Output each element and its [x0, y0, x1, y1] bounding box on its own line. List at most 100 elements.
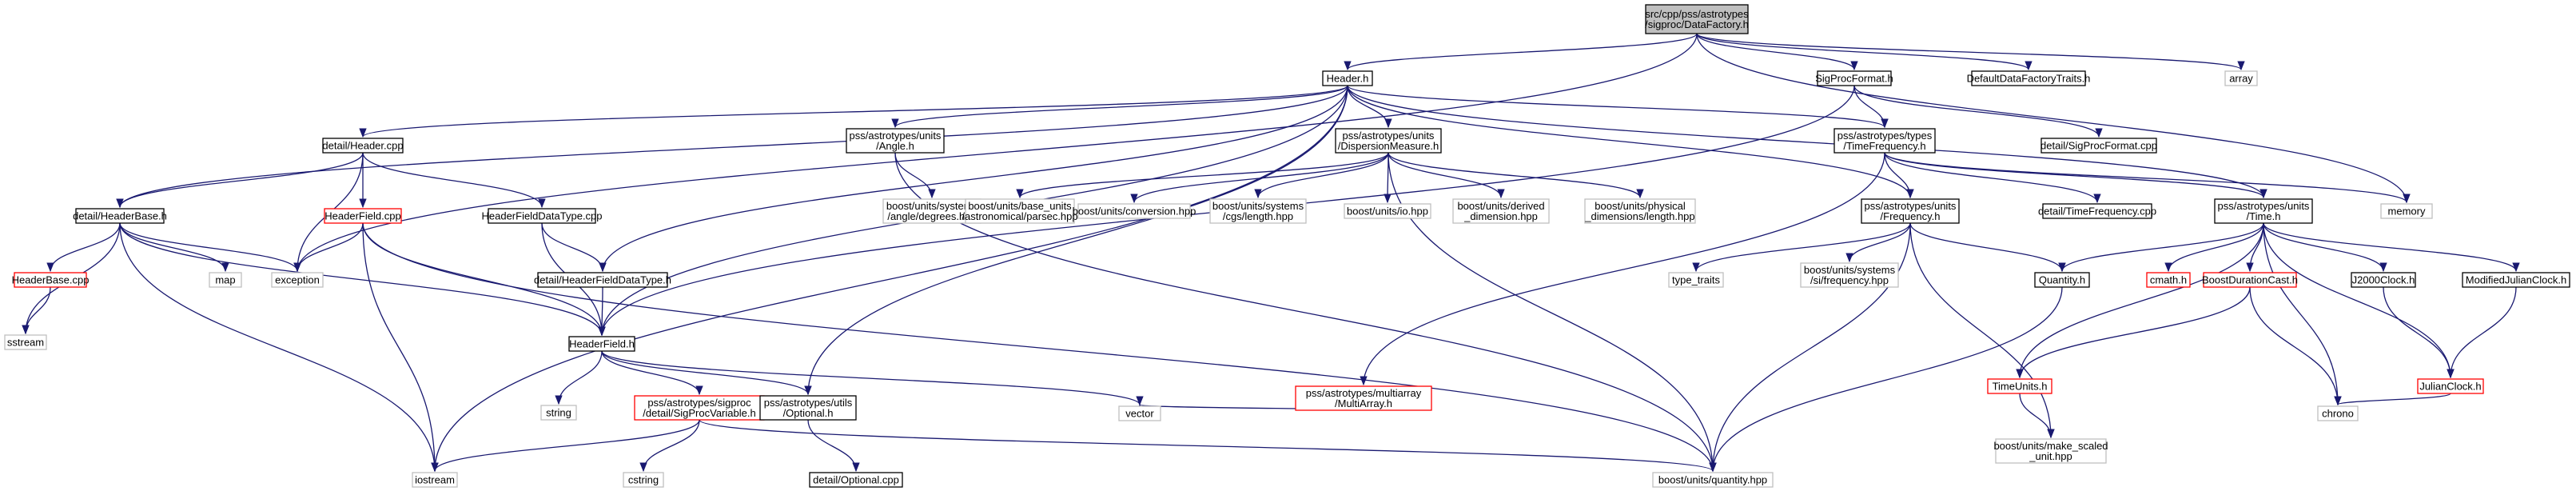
edge-time_h-to-quantity_h	[2058, 222, 2264, 273]
node-label-time_h: /Time.h	[2247, 210, 2281, 222]
node-label-optional_h: pss/astrotypes/utils	[764, 397, 853, 409]
node-optional_h[interactable]: pss/astrotypes/utils/Optional.h	[759, 395, 857, 421]
edge-header_h-to-dispersionmeasure_h	[1347, 85, 1392, 129]
edge-headerfield_cpp-to-iostream	[362, 222, 439, 473]
node-label-array: array	[2229, 73, 2253, 85]
node-modifiedjulianclock_h[interactable]: ModifiedJulianClock.h	[2462, 272, 2570, 288]
node-label-cgs_length_hpp: /cgs/length.hpp	[1223, 210, 1293, 222]
node-boostdurationcast_h[interactable]: BoostDurationCast.h	[2202, 272, 2298, 288]
node-sigprocvariable_h[interactable]: pss/astrotypes/sigproc/detail/SigProcVar…	[634, 395, 765, 421]
edge-modifiedjulianclock_h-to-julianclock_h	[2447, 286, 2517, 379]
edge-detail_headerbase_h-to-exception	[119, 222, 301, 273]
edge-time_h-to-timeunits_h	[2016, 222, 2264, 379]
node-derived_dimension_hpp: boost/units/derived_dimension.hpp	[1452, 198, 1550, 224]
node-detail_timefrequency_cpp[interactable]: detail/TimeFrequency.cpp	[2038, 203, 2156, 219]
node-label-cmath_h: cmath.h	[2150, 274, 2187, 286]
edge-dispersionmeasure_h-to-derived_dimension_hpp	[1388, 152, 1505, 199]
node-label-headerfield_cpp: HeaderField.cpp	[324, 210, 400, 222]
node-box-exception	[271, 272, 324, 288]
node-box-conversion_hpp	[1077, 203, 1191, 219]
edge-header_h-to-optional_h	[804, 85, 1348, 396]
node-box-optional_h	[759, 395, 857, 421]
node-detail_headerfielddatatype_h[interactable]: detail/HeaderFieldDataType.h	[534, 272, 671, 288]
node-label-detail_headerbase_h: detail/HeaderBase.h	[73, 210, 167, 222]
node-label-string: string	[546, 407, 571, 419]
edge-header_h-to-timefrequency_h	[1347, 85, 1889, 129]
node-defaultdatafactorytraits_h[interactable]: DefaultDataFactoryTraits.h	[1967, 70, 2091, 86]
edge-julianclock_h-to-chrono	[2334, 393, 2451, 406]
node-headerfield_h[interactable]: HeaderField.h	[568, 336, 635, 352]
node-label-astronomical_parsec_hpp: boost/units/base_units	[968, 200, 1072, 212]
edge-header_h-to-angle_h	[891, 85, 1348, 129]
edge-timefrequency_h-to-frequency_h	[1884, 152, 1914, 199]
node-label-sstream: sstream	[7, 337, 44, 349]
node-label-vector: vector	[1125, 408, 1154, 420]
edge-headerfield_h-to-vector	[601, 350, 1144, 406]
node-detail_sigprocformat_cpp[interactable]: detail/SigProcFormat.cpp	[2040, 138, 2157, 154]
node-label-headerfielddatatype_cpp: HeaderFieldDataType.cpp	[481, 210, 602, 222]
node-sigprocformat_h[interactable]: SigProcFormat.h	[1815, 70, 1893, 86]
edge-time_h-to-chrono	[2263, 222, 2342, 406]
node-frequency_h[interactable]: pss/astrotypes/units/Frequency.h	[1861, 198, 1960, 224]
node-box-headerfield_h	[568, 336, 635, 352]
node-detail_header_cpp[interactable]: detail/Header.cpp	[322, 138, 404, 154]
node-box-frequency_h	[1861, 198, 1960, 224]
edge-time_h-to-j2000clock_h	[2263, 222, 2387, 273]
node-memory: memory	[2380, 203, 2433, 219]
node-label-derived_dimension_hpp: boost/units/derived	[1457, 200, 1544, 212]
node-detail_optional_cpp[interactable]: detail/Optional.cpp	[809, 472, 903, 488]
edge-dispersionmeasure_h-to-astronomical_parsec_hpp	[1016, 152, 1389, 199]
edge-dispersionmeasure_h-to-physical_dimensions_length_hpp	[1388, 152, 1644, 199]
node-label-iostream: iostream	[415, 474, 455, 486]
edge-header_h-to-time_h	[1347, 85, 2267, 199]
edge-timefrequency_h-to-time_h	[1884, 152, 2267, 199]
node-datafactory[interactable]: src/cpp/pss/astrotypes/sigproc/DataFacto…	[1645, 4, 1749, 34]
node-box-io_hpp	[1344, 203, 1431, 219]
node-julianclock_h[interactable]: JulianClock.h	[2417, 378, 2484, 394]
node-multiarray_h[interactable]: pss/astrotypes/multiarray/MultiArray.h	[1295, 385, 1432, 411]
node-si_frequency_hpp: boost/units/systems/si/frequency.hpp	[1800, 262, 1899, 288]
node-label-angle_degrees_hpp: /angle/degrees.hpp	[887, 210, 976, 222]
edge-timefrequency_h-to-multiarray_h	[1360, 152, 1885, 386]
node-time_h[interactable]: pss/astrotypes/units/Time.h	[2214, 198, 2313, 224]
edge-time_h-to-modifiedjulianclock_h	[2263, 222, 2520, 273]
edge-headerfield_h-to-string	[555, 350, 603, 405]
edge-time_h-to-julianclock_h	[2263, 222, 2455, 379]
node-label-make_scaled_unit_hpp: boost/units/make_scaled	[1993, 440, 2108, 452]
node-box-cstring	[623, 472, 664, 488]
edges-layer	[22, 33, 2520, 473]
node-timefrequency_h[interactable]: pss/astrotypes/types/TimeFrequency.h	[1833, 128, 1936, 154]
node-box-detail_sigprocformat_cpp	[2040, 138, 2157, 154]
node-detail_headerbase_h[interactable]: detail/HeaderBase.h	[73, 208, 167, 224]
node-headerfield_cpp[interactable]: HeaderField.cpp	[324, 208, 402, 224]
node-timeunits_h[interactable]: TimeUnits.h	[1987, 378, 2052, 394]
edge-datafactory-to-exception	[293, 33, 1698, 273]
edge-header_h-to-iostream	[431, 85, 1348, 473]
node-astronomical_parsec_hpp: boost/units/base_units/astronomical/pars…	[962, 198, 1078, 224]
node-box-si_frequency_hpp	[1800, 262, 1899, 288]
node-cmath_h[interactable]: cmath.h	[2146, 272, 2191, 288]
edge-boostdurationcast_h-to-timeunits_h	[2016, 286, 2251, 379]
edge-frequency_h-to-type_traits	[1692, 222, 1911, 273]
node-box-detail_timefrequency_cpp	[2042, 203, 2152, 219]
node-box-angle_degrees_hpp	[882, 198, 981, 224]
node-box-angle_h	[846, 128, 945, 154]
node-physical_dimensions_length_hpp: boost/units/physical_dimensions/length.h…	[1584, 198, 1696, 224]
node-box-chrono	[2317, 405, 2359, 421]
node-angle_h[interactable]: pss/astrotypes/units/Angle.h	[846, 128, 945, 154]
node-cgs_length_hpp: boost/units/systems/cgs/length.hpp	[1209, 198, 1307, 224]
node-label-conversion_hpp: boost/units/conversion.hpp	[1073, 206, 1196, 218]
edge-detail_headerbase_h-to-headerfield_h	[119, 222, 606, 337]
node-headerbase_cpp[interactable]: HeaderBase.cpp	[12, 272, 90, 288]
node-label-modifiedjulianclock_h: ModifiedJulianClock.h	[2466, 274, 2566, 286]
node-headerfielddatatype_cpp[interactable]: HeaderFieldDataType.cpp	[481, 208, 603, 224]
node-dispersionmeasure_h[interactable]: pss/astrotypes/units/DispersionMeasure.h	[1335, 128, 1442, 154]
node-box-defaultdatafactorytraits_h	[1971, 70, 2086, 86]
edge-header_h-to-detail_headerbase_h	[116, 85, 1348, 209]
node-box-sstream	[4, 334, 47, 350]
node-header_h[interactable]: Header.h	[1322, 70, 1373, 86]
edge-headerfield_h-to-optional_h	[601, 350, 812, 396]
node-j2000clock_h[interactable]: J2000Clock.h	[2351, 272, 2416, 288]
node-quantity_h[interactable]: Quantity.h	[2034, 272, 2090, 288]
node-box-timefrequency_h	[1833, 128, 1936, 154]
